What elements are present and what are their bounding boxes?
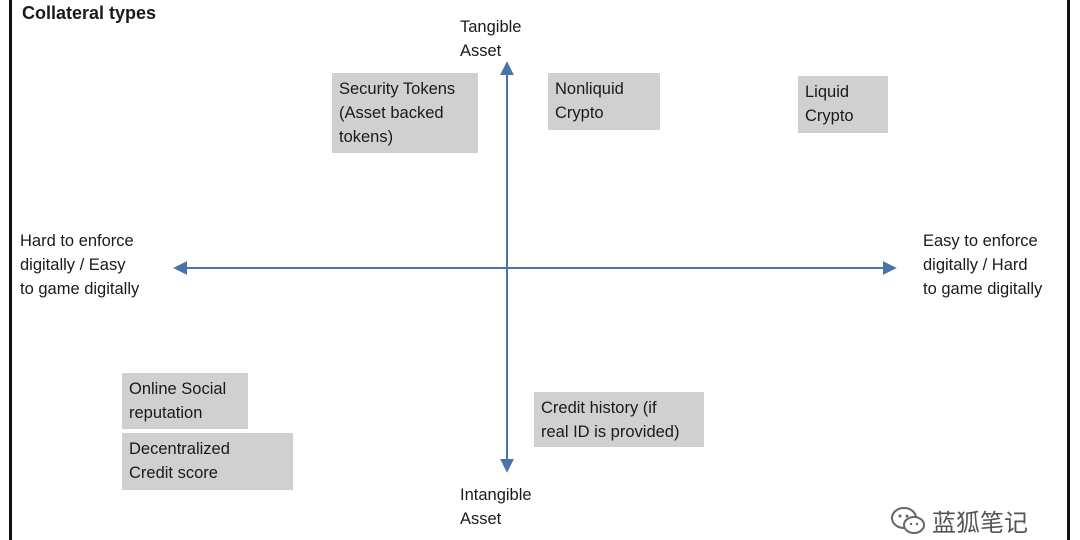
watermark: 蓝狐笔记 — [890, 503, 1028, 538]
box-credit-history: Credit history (if real ID is provided) — [534, 392, 704, 447]
box-liquid-crypto: Liquid Crypto — [798, 76, 888, 133]
watermark-text: 蓝狐笔记 — [932, 510, 1028, 537]
frame-left-border — [9, 0, 12, 540]
box-decentralized-credit-score: Decentralized Credit score — [122, 433, 293, 490]
box-online-social-reputation: Online Social reputation — [122, 373, 248, 429]
chat-bubbles-icon — [891, 506, 925, 534]
axis-label-top: Tangible Asset — [460, 18, 522, 60]
box-nonliquid-crypto: Nonliquid Crypto — [548, 73, 660, 130]
diagram-title: Collateral types — [22, 3, 157, 23]
box-security-tokens: Security Tokens (Asset backed tokens) — [332, 73, 478, 153]
frame-right-border — [1067, 0, 1070, 540]
axis-label-left: Hard to enforce digitally / Easy to game… — [20, 232, 140, 298]
axis-label-right: Easy to enforce digitally / Hard to game… — [923, 232, 1043, 298]
axis-label-bottom: Intangible Asset — [460, 486, 532, 528]
